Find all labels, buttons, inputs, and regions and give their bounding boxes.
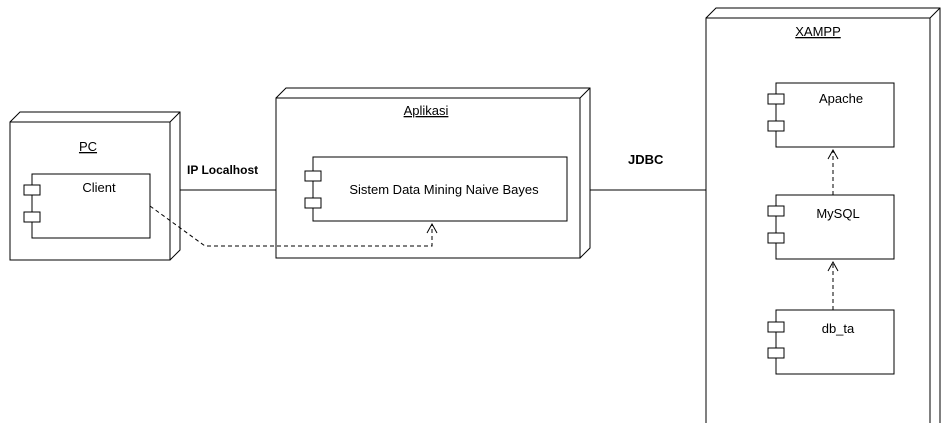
- component-icon: [767, 321, 785, 333]
- component-db-ta-label: db_ta: [822, 321, 855, 336]
- component-icon: [304, 197, 322, 209]
- component-sistem-label: Sistem Data Mining Naive Bayes: [349, 182, 539, 197]
- node-pc-title: PC: [79, 139, 97, 154]
- label-ip-localhost: IP Localhost: [187, 163, 258, 177]
- component-client-label: Client: [82, 180, 116, 195]
- component-mysql: MySQL: [767, 194, 895, 260]
- component-apache-label: Apache: [819, 91, 863, 106]
- component-icon: [767, 120, 785, 132]
- component-icon: [767, 205, 785, 217]
- component-icon: [23, 211, 41, 223]
- component-apache: Apache: [767, 82, 895, 148]
- component-icon: [767, 93, 785, 105]
- component-client: Client: [23, 173, 151, 239]
- node-aplikasi-title: Aplikasi: [404, 103, 449, 118]
- component-icon: [23, 184, 41, 196]
- component-icon: [304, 170, 322, 182]
- component-icon: [767, 347, 785, 359]
- component-mysql-label: MySQL: [816, 206, 859, 221]
- node-xampp-title: XAMPP: [795, 24, 841, 39]
- component-db-ta: db_ta: [767, 309, 895, 375]
- label-jdbc: JDBC: [628, 152, 664, 167]
- component-icon: [767, 232, 785, 244]
- component-sistem: Sistem Data Mining Naive Bayes: [304, 156, 568, 222]
